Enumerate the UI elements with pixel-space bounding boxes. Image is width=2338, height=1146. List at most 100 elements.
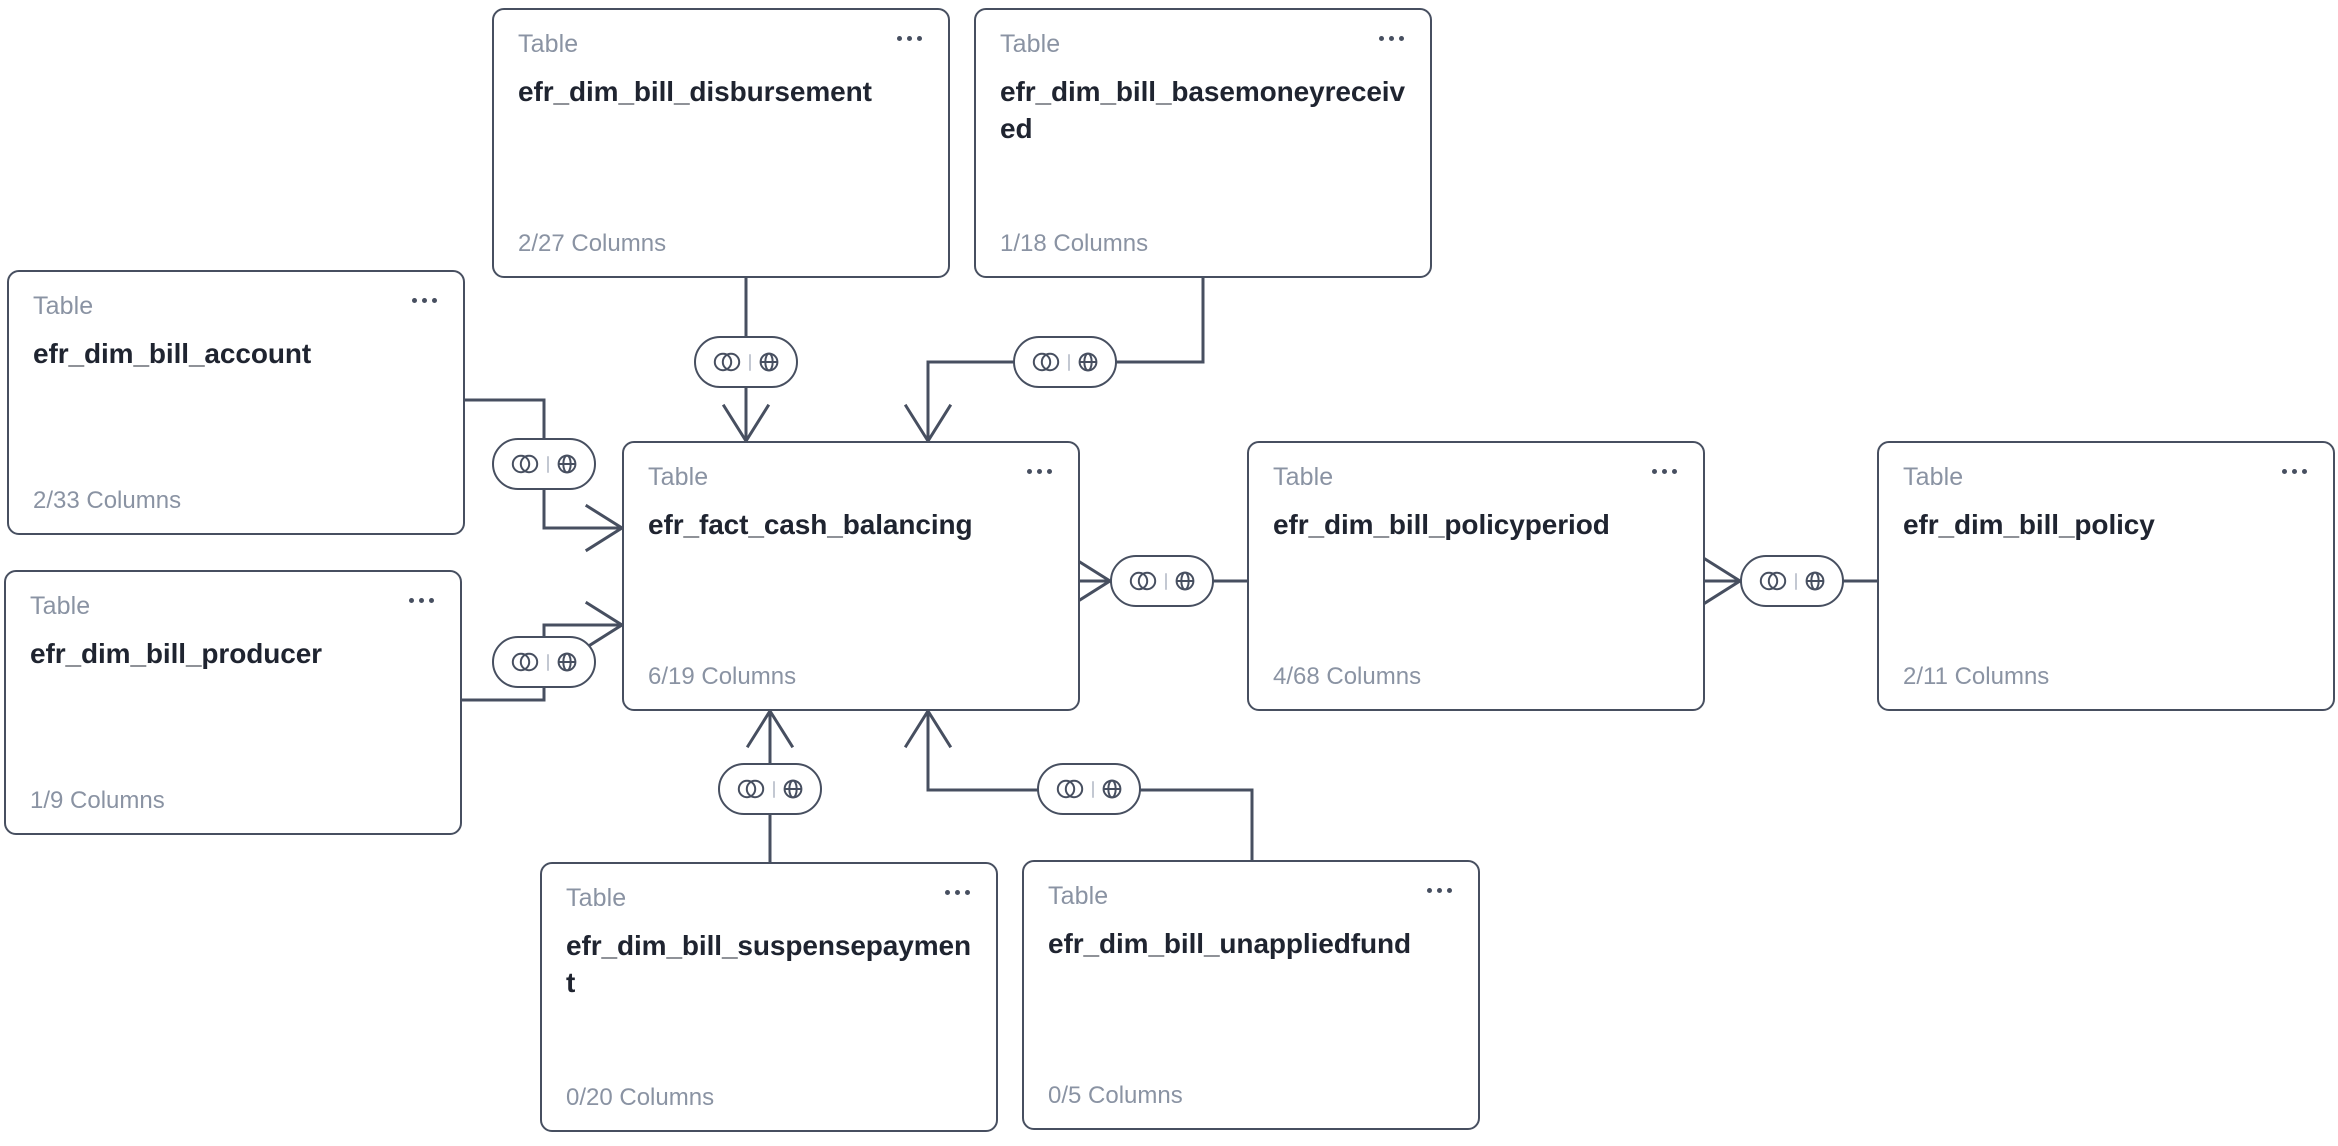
badge-divider [547,653,549,671]
node-header: Table [1903,463,2309,491]
table-node-unappliedfund[interactable]: Table efr_dim_bill_unappliedfund 0/5 Col… [1022,860,1480,1130]
globe-icon [1804,570,1826,592]
node-header: Table [648,463,1054,491]
edge-basemoney-badge [1115,276,1205,364]
globe-icon [1101,778,1123,800]
node-header: Table [33,292,439,320]
node-kind-label: Table [30,592,91,620]
crowsfoot-fact-suspense [745,708,795,749]
edge-fact-unapplied [926,709,1039,792]
badge-divider [1092,780,1094,798]
node-kind-label: Table [33,292,94,320]
edge-producer-badge [460,686,546,702]
edge-producer-fact [542,623,624,638]
badge-divider [749,353,751,371]
node-kind-label: Table [1273,463,1334,491]
globe-icon [556,453,578,475]
node-columns-count: 1/18 Columns [1000,230,1149,257]
ellipsis-icon[interactable] [2274,465,2309,474]
crowsfoot-basemoney [903,403,953,444]
node-title: efr_dim_bill_account [33,338,312,369]
badge-divider [773,780,775,798]
node-columns-count: 4/68 Columns [1273,663,1422,690]
globe-icon [1077,351,1099,373]
node-title: efr_dim_bill_suspensepayment [566,930,972,998]
node-header: Table [1048,882,1454,910]
node-columns-count: 0/5 Columns [1048,1082,1183,1109]
node-header: Table [566,884,972,912]
badge-divider [1068,353,1070,371]
ellipsis-icon[interactable] [1644,465,1679,474]
venn-join-icon [712,351,742,373]
table-node-suspensepayment[interactable]: Table efr_dim_bill_suspensepayment 0/20 … [540,862,998,1132]
table-node-producer[interactable]: Table efr_dim_bill_producer 1/9 Columns [4,570,462,835]
crowsfoot-fact-policyperiod [1072,556,1113,606]
venn-join-icon [510,651,540,673]
node-columns-count: 1/9 Columns [30,787,165,814]
crowsfoot-account [584,503,625,553]
node-kind-label: Table [1903,463,1964,491]
edge-account-badge [463,398,546,440]
relationship-badge-disbursement-fact[interactable] [694,336,798,388]
ellipsis-icon[interactable] [937,886,972,895]
ellipsis-icon[interactable] [1419,884,1454,893]
edge-fact-unapplied-2 [1139,788,1254,862]
table-node-policy[interactable]: Table efr_dim_bill_policy 2/11 Columns [1877,441,2335,711]
edge-basemoney-fact [926,360,1015,443]
globe-icon [1174,570,1196,592]
ellipsis-icon[interactable] [404,294,439,303]
node-columns-count: 2/11 Columns [1903,663,2050,690]
crowsfoot-disbursement [721,403,771,444]
edge-account-fact [542,488,624,530]
crowsfoot-producer [584,600,625,650]
relationship-badge-fact-policyperiod[interactable] [1110,555,1214,607]
relationship-badge-basemoneyreceived-fact[interactable] [1013,336,1117,388]
relationship-badge-policyperiod-policy[interactable] [1740,555,1844,607]
globe-icon [782,778,804,800]
node-title: efr_dim_bill_disbursement [518,76,872,107]
node-kind-label: Table [648,463,709,491]
relationship-badge-fact-unappliedfund[interactable] [1037,763,1141,815]
ellipsis-icon[interactable] [1371,32,1406,41]
node-kind-label: Table [1048,882,1109,910]
table-node-fact-cash-balancing[interactable]: Table efr_fact_cash_balancing 6/19 Colum… [622,441,1080,711]
table-node-policyperiod[interactable]: Table efr_dim_bill_policyperiod 4/68 Col… [1247,441,1705,711]
crowsfoot-fact-unapplied [903,708,953,749]
node-title: efr_dim_bill_policyperiod [1273,509,1610,540]
relationship-badge-producer-fact[interactable] [492,636,596,688]
crowsfoot-policyperiod-policy [1702,556,1743,606]
venn-join-icon [736,778,766,800]
node-columns-count: 2/27 Columns [518,230,667,257]
table-node-basemoneyreceived[interactable]: Table efr_dim_bill_basemoneyreceived 1/1… [974,8,1432,278]
node-title: efr_dim_bill_policy [1903,509,2155,540]
node-columns-count: 6/19 Columns [648,663,797,690]
table-node-disbursement[interactable]: Table efr_dim_bill_disbursement 2/27 Col… [492,8,950,278]
node-columns-count: 0/20 Columns [566,1084,715,1111]
globe-icon [556,651,578,673]
globe-icon [758,351,780,373]
venn-join-icon [1055,778,1085,800]
relationship-badge-account-fact[interactable] [492,438,596,490]
node-title: efr_dim_bill_basemoneyreceived [1000,76,1405,144]
venn-join-icon [1758,570,1788,592]
badge-divider [547,455,549,473]
ellipsis-icon[interactable] [1019,465,1054,474]
table-node-account[interactable]: Table efr_dim_bill_account 2/33 Columns [7,270,465,535]
node-kind-label: Table [518,30,579,58]
node-kind-label: Table [566,884,627,912]
node-title: efr_dim_bill_producer [30,638,322,669]
ellipsis-icon[interactable] [401,594,436,603]
node-title: efr_dim_bill_unappliedfund [1048,928,1411,959]
ellipsis-icon[interactable] [889,32,924,41]
venn-join-icon [510,453,540,475]
venn-join-icon [1031,351,1061,373]
node-columns-count: 2/33 Columns [33,487,182,514]
venn-join-icon [1128,570,1158,592]
badge-divider [1795,572,1797,590]
node-header: Table [1273,463,1679,491]
badge-divider [1165,572,1167,590]
node-kind-label: Table [1000,30,1061,58]
node-header: Table [1000,30,1406,58]
relationship-badge-fact-suspensepayment[interactable] [718,763,822,815]
